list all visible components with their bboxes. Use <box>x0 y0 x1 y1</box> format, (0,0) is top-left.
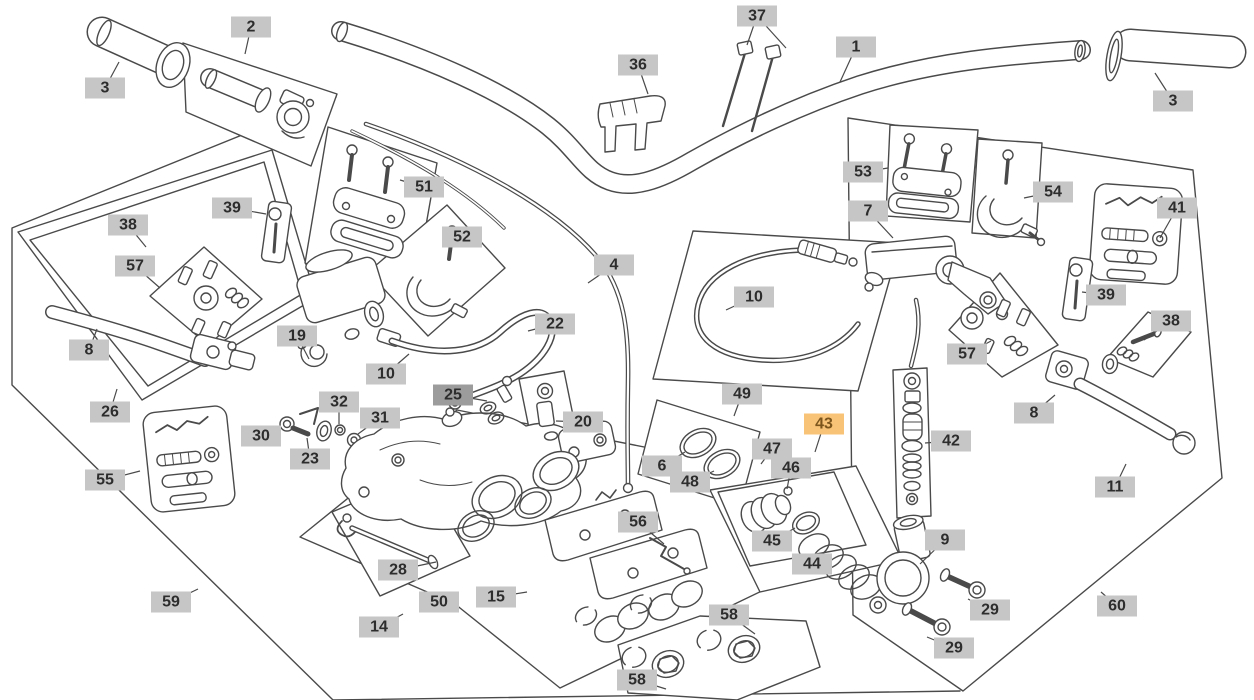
part-callout-39[interactable]: 39 <box>212 197 252 219</box>
throttle-cable <box>693 239 861 364</box>
part-callout-51[interactable]: 51 <box>404 176 444 198</box>
left-grip <box>86 16 191 88</box>
part-callout-37[interactable]: 37 <box>737 5 777 27</box>
part-callout-36[interactable]: 36 <box>618 54 658 76</box>
part-callout-45[interactable]: 45 <box>752 530 792 552</box>
part-callout-7[interactable]: 7 <box>848 200 888 222</box>
part-callout-15[interactable]: 15 <box>476 586 516 608</box>
part-callout-50[interactable]: 50 <box>419 591 459 613</box>
part-callout-30[interactable]: 30 <box>241 425 281 447</box>
part-callout-48[interactable]: 48 <box>670 471 710 493</box>
caliper-seals-pistons <box>457 487 703 643</box>
part-callout-2[interactable]: 2 <box>231 16 271 38</box>
part-callout-60[interactable]: 60 <box>1097 595 1137 617</box>
part-callout-56[interactable]: 56 <box>618 511 658 533</box>
brake-pads <box>544 489 708 600</box>
part-callout-19[interactable]: 19 <box>277 325 317 347</box>
rear-mc-piston-kit <box>740 486 882 600</box>
part-callout-29[interactable]: 29 <box>970 599 1010 621</box>
part-callout-22[interactable]: 22 <box>535 313 575 335</box>
brake-lever <box>1045 350 1196 455</box>
part-callout-10[interactable]: 10 <box>734 286 774 308</box>
part-callout-11[interactable]: 11 <box>1095 476 1135 498</box>
part-callout-23[interactable]: 23 <box>290 448 330 470</box>
part-callout-47[interactable]: 47 <box>752 438 792 460</box>
banjo-union <box>869 514 986 636</box>
mc-piston-kit <box>536 382 559 441</box>
part-callout-32[interactable]: 32 <box>319 391 359 413</box>
part-callout-8[interactable]: 8 <box>1014 402 1054 424</box>
part-callout-46[interactable]: 46 <box>771 457 811 479</box>
part-callout-31[interactable]: 31 <box>360 407 400 429</box>
part-callout-38[interactable]: 38 <box>108 214 148 236</box>
front-brake-master-cylinder <box>864 235 1009 369</box>
part-callout-3[interactable]: 3 <box>1153 90 1193 112</box>
throttle-tube-assembly <box>200 68 315 139</box>
part-callout-1[interactable]: 1 <box>836 36 876 58</box>
part-callout-42[interactable]: 42 <box>931 430 971 452</box>
part-callout-55[interactable]: 55 <box>85 469 125 491</box>
part-callout-39[interactable]: 39 <box>1086 284 1126 306</box>
part-callout-43[interactable]: 43 <box>804 413 844 435</box>
caliper-seal-rings <box>679 427 741 480</box>
brake-caliper <box>340 407 617 531</box>
mc-clamp-kit-right <box>976 149 1046 247</box>
part-callout-58[interactable]: 58 <box>617 669 657 691</box>
part-callout-29[interactable]: 29 <box>934 637 974 659</box>
part-callout-57[interactable]: 57 <box>947 343 987 365</box>
part-callout-58[interactable]: 58 <box>709 604 749 626</box>
reservoir-cap-kit <box>330 144 406 259</box>
part-callout-9[interactable]: 9 <box>925 529 965 551</box>
part-callout-44[interactable]: 44 <box>792 553 832 575</box>
part-callout-57[interactable]: 57 <box>115 255 155 277</box>
clutch-master-cylinder <box>296 249 386 368</box>
sight-gauge-right <box>1061 256 1094 322</box>
part-callout-14[interactable]: 14 <box>359 616 399 638</box>
caliper-piston-kit <box>621 629 761 679</box>
part-callout-25[interactable]: 25 <box>433 384 473 406</box>
part-callout-54[interactable]: 54 <box>1033 181 1073 203</box>
part-callout-28[interactable]: 28 <box>378 559 418 581</box>
part-callout-38[interactable]: 38 <box>1151 310 1191 332</box>
part-callout-10[interactable]: 10 <box>366 363 406 385</box>
handlebar <box>331 21 1091 194</box>
pad-pin-kit <box>336 513 439 570</box>
cable-guide <box>597 95 666 153</box>
part-callout-20[interactable]: 20 <box>563 411 603 433</box>
part-callout-41[interactable]: 41 <box>1157 197 1197 219</box>
part-callout-3[interactable]: 3 <box>85 77 125 99</box>
part-callout-8[interactable]: 8 <box>69 339 109 361</box>
part-callout-52[interactable]: 52 <box>442 226 482 248</box>
sight-gauge-left <box>260 200 293 264</box>
spares-bag-left <box>142 405 236 513</box>
part-callout-26[interactable]: 26 <box>90 401 130 423</box>
reservoir-cap-kit-right <box>887 133 962 220</box>
banjo-washers <box>479 375 513 425</box>
right-grip <box>1105 28 1247 82</box>
cable-ties <box>721 40 782 133</box>
part-callout-6[interactable]: 6 <box>642 455 682 477</box>
part-callout-59[interactable]: 59 <box>151 591 191 613</box>
part-callout-4[interactable]: 4 <box>594 254 634 276</box>
clutch-lever <box>45 305 256 371</box>
part-callout-53[interactable]: 53 <box>843 161 883 183</box>
part-callout-49[interactable]: 49 <box>722 383 762 405</box>
lever-rebuild-kit-left <box>177 260 250 339</box>
